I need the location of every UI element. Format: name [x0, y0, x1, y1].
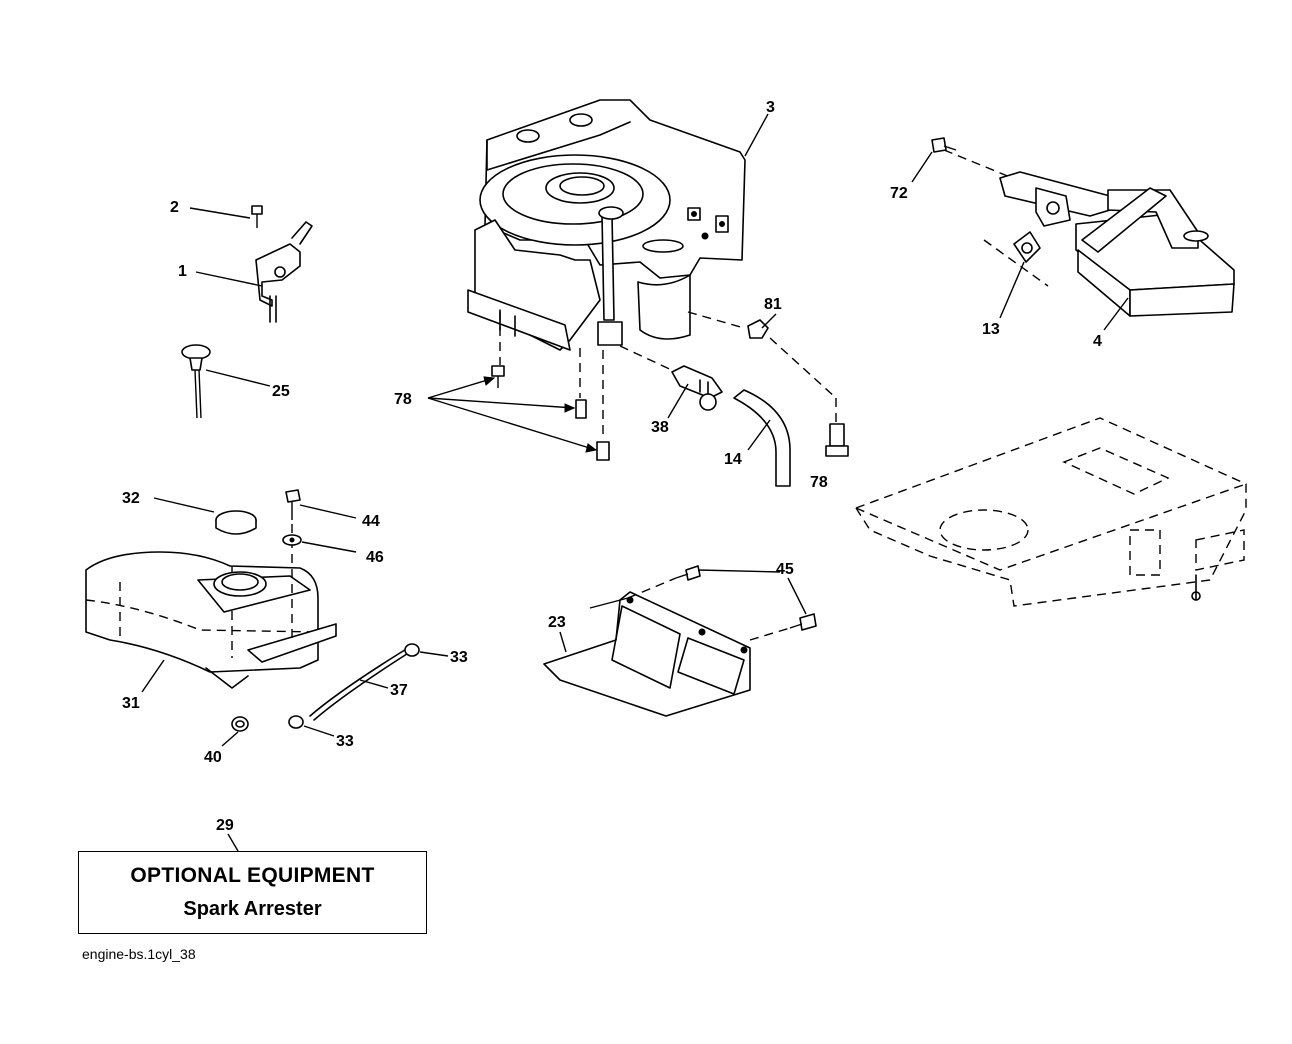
diagram-caption: engine-bs.1cyl_38 [82, 946, 196, 962]
engine-bolts [491, 312, 849, 461]
frame-plate [854, 417, 1247, 607]
callout-46: 46 [366, 549, 384, 566]
fuel-tank [85, 489, 337, 689]
fuel-hose [733, 389, 791, 487]
heat-shield [543, 565, 817, 717]
callout-33b: 33 [336, 733, 354, 750]
callout-44: 44 [362, 513, 380, 530]
optional-equipment-title: OPTIONAL EQUIPMENT [130, 864, 375, 887]
callout-29: 29 [216, 817, 234, 834]
throttle-bracket [251, 205, 313, 323]
callout-4: 4 [1093, 333, 1102, 350]
callout-14: 14 [724, 451, 742, 468]
callout-3: 3 [766, 99, 775, 116]
callout-33a: 33 [450, 649, 468, 666]
muffler [931, 137, 1235, 317]
optional-equipment-subtitle: Spark Arrester [183, 898, 322, 920]
callout-2: 2 [170, 199, 179, 216]
callout-40: 40 [204, 749, 222, 766]
callout-37: 37 [390, 682, 408, 699]
callout-23: 23 [548, 614, 566, 631]
optional-equipment-box: OPTIONAL EQUIPMENT Spark Arrester [78, 851, 427, 934]
fuel-filter [671, 365, 723, 411]
engine-drawing [467, 99, 746, 351]
callout-32: 32 [122, 490, 140, 507]
callout-78a: 78 [394, 391, 412, 408]
callout-31: 31 [122, 695, 140, 712]
dipstick [181, 344, 211, 419]
callout-78b: 78 [810, 474, 828, 491]
callout-1: 1 [178, 263, 187, 280]
callout-13: 13 [982, 321, 1000, 338]
callout-72: 72 [890, 185, 908, 202]
callout-25: 25 [272, 383, 290, 400]
callout-45: 45 [776, 561, 794, 578]
fuel-line [231, 643, 420, 732]
callout-81: 81 [764, 296, 782, 313]
callout-38: 38 [651, 419, 669, 436]
